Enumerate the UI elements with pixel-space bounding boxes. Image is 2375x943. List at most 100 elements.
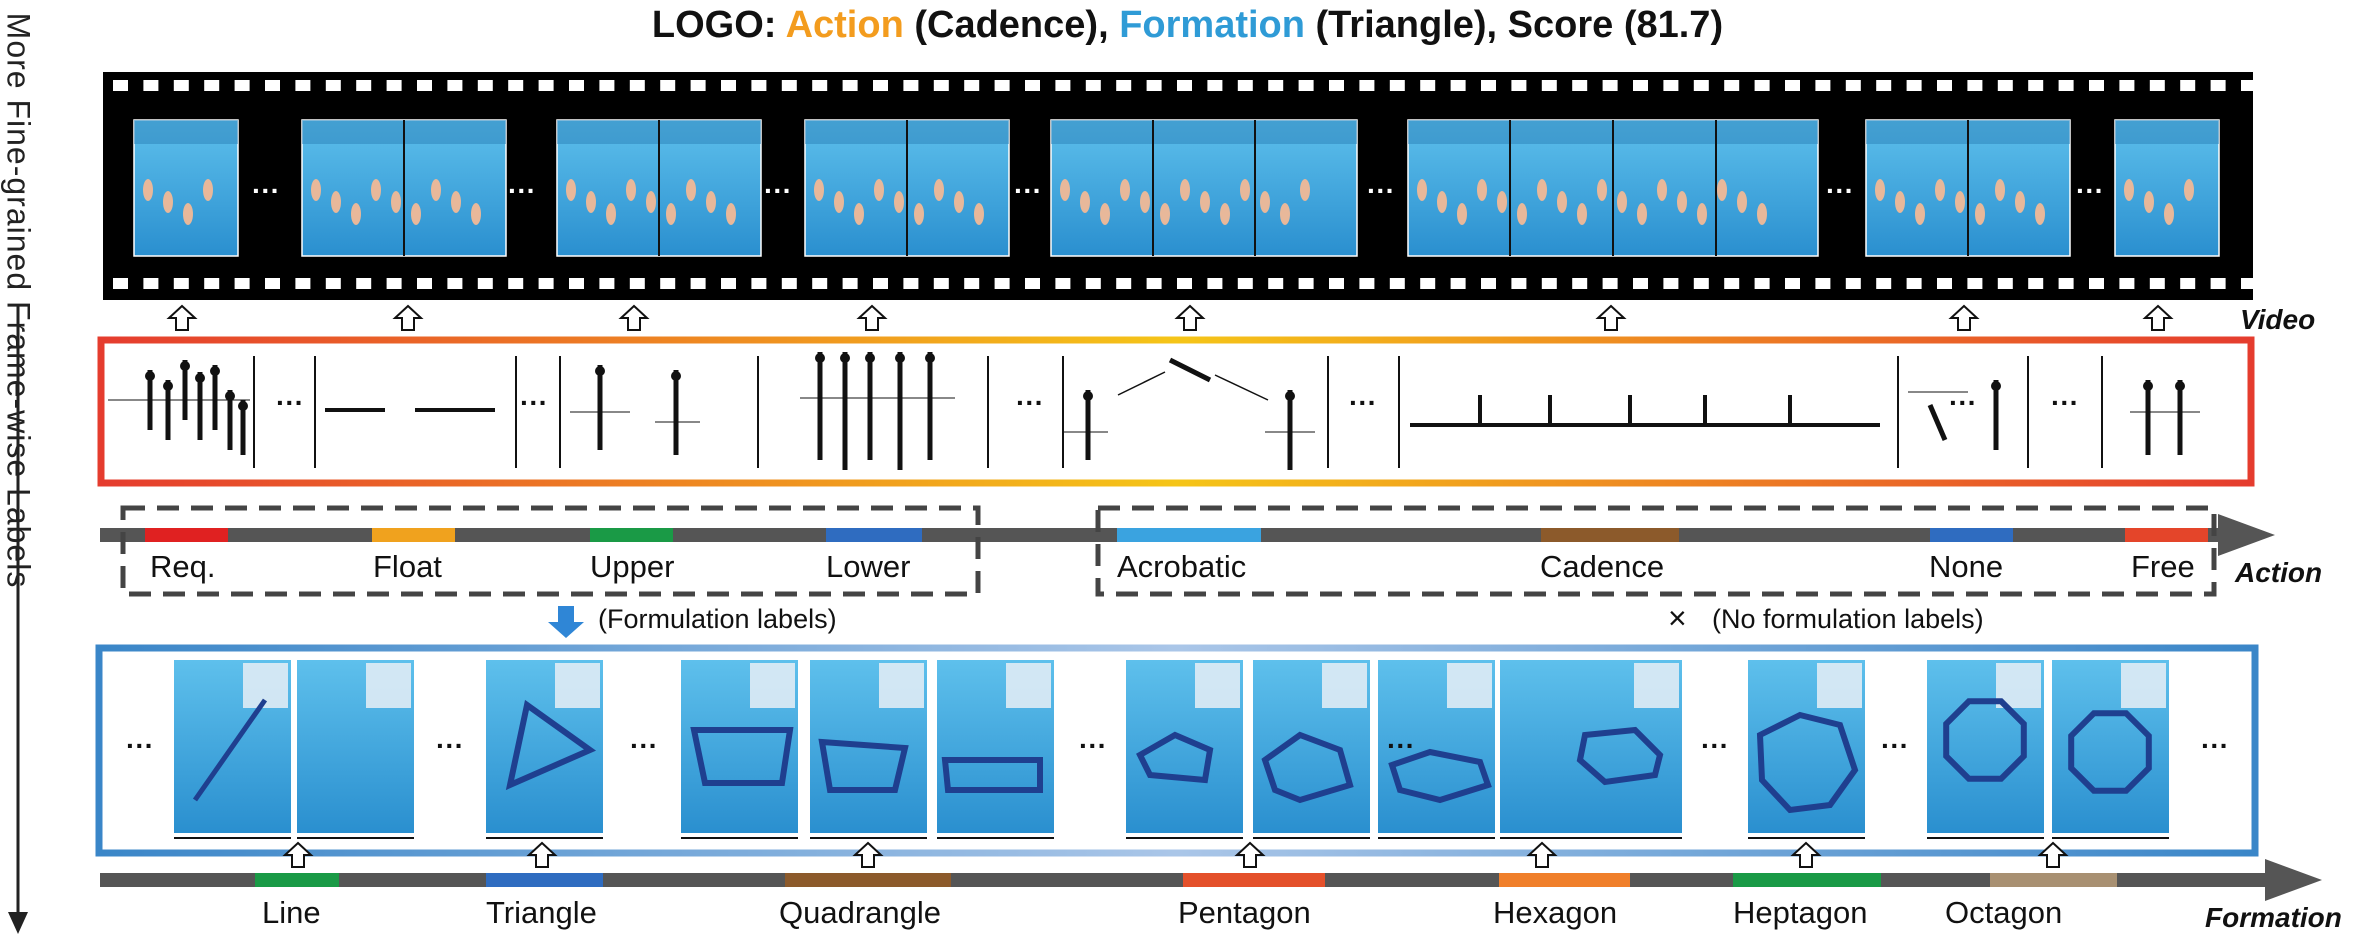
swimmer-figure	[2184, 179, 2194, 201]
pentagon-formation-shape	[1261, 731, 1354, 804]
sprocket-hole	[265, 278, 280, 289]
sprocket-hole	[1025, 278, 1040, 289]
cross-icon: ×	[1668, 600, 1687, 636]
swimmer-figure	[1457, 203, 1467, 225]
up-arrow-icon	[1790, 841, 1822, 868]
sprocket-hole	[2241, 278, 2256, 289]
sprocket-hole	[781, 278, 797, 289]
formation-segment-pentagon	[1183, 873, 1325, 887]
sprocket-hole	[964, 80, 980, 91]
action-label-none: None	[1929, 549, 2004, 584]
sprocket-hole	[538, 80, 554, 91]
sprocket-hole	[812, 278, 828, 289]
sprocket-hole	[599, 278, 615, 289]
formulation-note: (Formulation labels)	[598, 604, 837, 634]
sprocket-hole	[1663, 80, 1679, 91]
sprocket-hole	[1572, 278, 1588, 289]
sprocket-hole	[2149, 80, 2165, 91]
sprocket-hole	[1237, 278, 1253, 289]
swimmer-figure	[1617, 191, 1627, 213]
sprocket-hole	[1420, 80, 1436, 91]
sprocket-hole	[1663, 278, 1679, 289]
sprocket-hole	[1511, 80, 1527, 91]
sprocket-hole	[2180, 278, 2196, 289]
formation-label-hexagon: Hexagon	[1493, 895, 1618, 930]
film-ellipsis-text: ···	[2076, 175, 2104, 206]
formation-inset	[555, 663, 600, 708]
formation-ellipsis-text: ···	[1387, 730, 1415, 761]
swimmer-figure	[1975, 203, 1985, 225]
sprocket-hole	[1025, 80, 1040, 91]
sprocket-hole	[903, 278, 919, 289]
sprocket-hole	[538, 278, 554, 289]
sprocket-hole	[386, 278, 402, 289]
up-arrow-icon	[856, 304, 888, 331]
sketch-head	[163, 381, 173, 391]
sprocket-hole	[1815, 80, 1831, 91]
swimmer-figure	[1080, 191, 1090, 213]
swimmer-figure	[1060, 179, 1070, 201]
action-label-free: Free	[2131, 549, 2195, 584]
sketch-head	[1083, 391, 1093, 401]
formulation-group-box	[120, 505, 981, 597]
sketch-head	[2175, 381, 2185, 391]
frame-banner	[1051, 120, 1357, 144]
sprocket-hole	[1450, 278, 1466, 289]
sprocket-hole	[325, 278, 341, 289]
swimmer-figure	[143, 179, 153, 201]
action-segment-float	[372, 528, 455, 542]
sprocket-hole	[1329, 278, 1344, 289]
sprocket-hole	[781, 80, 797, 91]
swimmer-figure	[451, 191, 461, 213]
sprocket-hole	[325, 80, 341, 91]
no-formulation-group-box	[1095, 505, 2217, 597]
film-ellipsis: ·····················	[252, 175, 2104, 206]
swimmer-figure	[1537, 179, 1547, 201]
action-segment-none	[1930, 528, 2013, 542]
sketch-head	[671, 371, 681, 381]
sprocket-hole	[1450, 80, 1466, 91]
swimmer-figure	[814, 179, 824, 201]
pentagon-formation-shape	[1136, 731, 1214, 784]
sprocket-hole	[629, 278, 645, 289]
swimmer-figure	[1637, 203, 1647, 225]
sprocket-hole	[2149, 278, 2165, 289]
sprocket-hole	[1268, 80, 1284, 91]
vertical-label-text: More Fine-grained Frame-wise Labels	[0, 12, 37, 589]
title-formation: Formation	[1119, 4, 1305, 46]
sketch-head	[2143, 381, 2153, 391]
video-frames	[133, 119, 2220, 257]
swimmer-figure	[2144, 191, 2154, 213]
up-arrow-icon	[2142, 304, 2174, 331]
sprocket-hole	[1329, 80, 1344, 91]
up-arrow-icon	[282, 841, 314, 868]
up-arrow-icon	[526, 841, 558, 868]
formation-inset	[1195, 663, 1240, 708]
left-down-arrowhead	[8, 912, 28, 934]
sprocket-hole	[1177, 278, 1192, 289]
film-ellipsis-text: ···	[1014, 175, 1042, 206]
swimmer-figure	[834, 191, 844, 213]
octagon-formation-shape	[2068, 710, 2152, 794]
sprocket-hole	[1541, 278, 1557, 289]
swimmer-figure	[1875, 179, 1885, 201]
sprocket-hole	[1754, 278, 1770, 289]
sketch-ellipsis: ···	[1016, 387, 1044, 418]
frame-banner	[2115, 120, 2219, 144]
swimmer-figure	[1417, 179, 1427, 201]
swimmer-figure	[1477, 179, 1487, 201]
formation-segment-quadrangle	[785, 873, 951, 887]
swimmer-figure	[1120, 179, 1130, 201]
action-segment-free	[2125, 528, 2208, 542]
formation-label-octagon: Octagon	[1945, 895, 2063, 930]
sprocket-hole	[812, 80, 828, 91]
pose-sketches: ··················	[108, 352, 2200, 470]
action-timeline-arrowhead	[2218, 514, 2275, 556]
film-ellipsis-text: ···	[1826, 175, 1854, 206]
sprocket-hole	[1541, 80, 1557, 91]
sprocket-hole	[1845, 80, 1861, 91]
sprocket-hole	[842, 278, 858, 289]
sketch-ellipsis: ···	[2051, 387, 2079, 418]
swimmer-figure	[914, 203, 924, 225]
sprocket-hole	[1633, 80, 1648, 91]
